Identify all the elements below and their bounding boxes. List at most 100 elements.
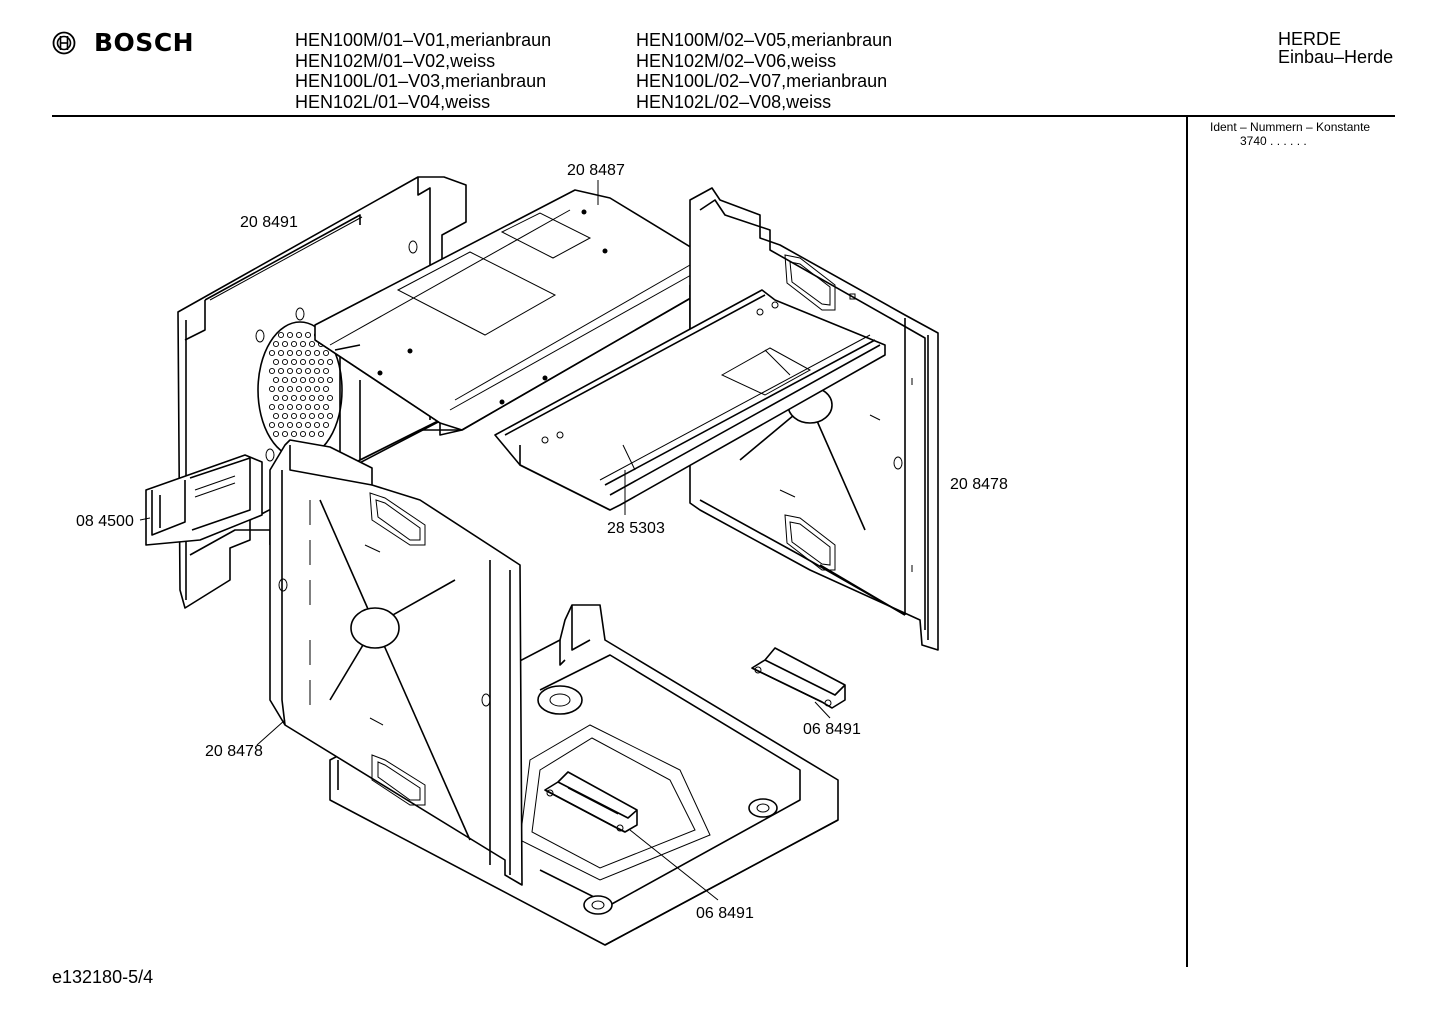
grille-hole [304, 331, 312, 339]
sidebar-divider [1186, 117, 1188, 967]
grille-hole [290, 412, 298, 420]
brand-name: BOSCH [94, 28, 195, 57]
model-entry: HEN100M/01–V01,merianbraun [295, 30, 552, 50]
grille-hole [322, 403, 330, 411]
grille-hole [313, 385, 321, 393]
part-label-bracket-right: 06 8491 [803, 721, 861, 738]
part-label-bracket-bottom: 06 8491 [696, 905, 754, 922]
category-title: HERDE [1278, 29, 1342, 49]
grille-hole [272, 340, 280, 348]
grille-hole [313, 403, 321, 411]
part-label-left-side: 20 8491 [240, 214, 298, 231]
category-block: HERDE Einbau–Herde [1278, 30, 1393, 66]
tray-shelf [494, 289, 886, 511]
grille-hole [290, 340, 298, 348]
grille-hole [268, 403, 276, 411]
grille-hole [272, 358, 280, 366]
grille-hole [281, 340, 289, 348]
grille-hole [322, 421, 330, 429]
grille-hole [299, 394, 307, 402]
grille-hole [317, 376, 325, 384]
grille-hole [308, 340, 316, 348]
header-divider [52, 115, 1395, 117]
grille-hole [290, 394, 298, 402]
grille-hole [326, 394, 334, 402]
model-list-right: HEN100M/02–V05,merianbraun HEN102M/02–V0… [636, 30, 892, 112]
grille-hole [268, 421, 276, 429]
bracket-right [751, 647, 846, 709]
grille-hole [286, 367, 294, 375]
grille-hole [322, 367, 330, 375]
model-entry: HEN102L/02–V08,weiss [636, 91, 832, 112]
dash-marks [309, 500, 384, 726]
grille-hole [290, 358, 298, 366]
grille-hole [272, 394, 280, 402]
grille-hole [317, 430, 325, 438]
bosch-logo-icon [52, 31, 76, 54]
grille-hole [313, 367, 321, 375]
grille-hole [299, 430, 307, 438]
front-side-panel [269, 439, 523, 886]
grille-hole [304, 403, 312, 411]
grille-hole [268, 385, 276, 393]
model-entry: HEN100L/02–V07,merianbraun [636, 71, 888, 91]
ident-block: Ident – Nummern – Konstante 3740 . . . .… [1210, 120, 1370, 148]
grille-hole [308, 394, 316, 402]
grille-hole [272, 412, 280, 420]
part-label-connector: 08 4500 [76, 513, 134, 530]
model-entry: HEN102M/01–V02,weiss [295, 50, 496, 71]
grille-hole [295, 421, 303, 429]
bottom-panel [329, 604, 839, 946]
model-entry: HEN100M/02–V05,merianbraun [636, 30, 893, 50]
grille-hole [299, 412, 307, 420]
grille-hole [317, 412, 325, 420]
grille-hole [286, 385, 294, 393]
grille-hole [268, 349, 276, 357]
grille-hole [317, 358, 325, 366]
grille-hole [308, 376, 316, 384]
connector-block [145, 454, 263, 546]
category-subtitle: Einbau–Herde [1278, 47, 1394, 67]
grille-hole [304, 349, 312, 357]
leader-lines [139, 180, 831, 901]
model-list-left: HEN100M/01–V01,merianbraun HEN102M/01–V0… [295, 30, 551, 112]
grille-hole [281, 394, 289, 402]
brand-header: BOSCH [52, 28, 194, 57]
grille-hole [304, 421, 312, 429]
part-label-top-panel: 20 8487 [567, 162, 625, 179]
grille-hole [281, 358, 289, 366]
grille-hole [304, 385, 312, 393]
grille-hole [304, 367, 312, 375]
grille-hole [295, 349, 303, 357]
grille-hole [268, 367, 276, 375]
grille-hole [277, 421, 285, 429]
grille-hole [281, 430, 289, 438]
grille-hole [272, 376, 280, 384]
part-label-right-side: 20 8478 [950, 476, 1008, 493]
grille-hole [322, 349, 330, 357]
grille-hole [299, 358, 307, 366]
grille-hole [277, 385, 285, 393]
grille-hole [326, 376, 334, 384]
grille-hole [313, 349, 321, 357]
bracket-bottom [544, 771, 638, 833]
grille-hole [322, 385, 330, 393]
grille-hole [308, 412, 316, 420]
grille-hole [308, 358, 316, 366]
grille-hole [272, 430, 280, 438]
grille-hole [299, 376, 307, 384]
ident-value: 3740 . . . . . . [1240, 134, 1307, 148]
grille-hole [286, 331, 294, 339]
grille-hole [281, 376, 289, 384]
grille-hole [295, 367, 303, 375]
exploded-parts-diagram: 20 8487 20 8491 20 8478 28 5303 08 4500 … [76, 162, 1008, 946]
grille-hole [326, 412, 334, 420]
grille-hole [286, 421, 294, 429]
grille-hole [277, 403, 285, 411]
grille-hole [290, 430, 298, 438]
grille-hole [295, 331, 303, 339]
ident-label: Ident – Nummern – Konstante [1210, 120, 1371, 134]
model-entry: HEN100L/01–V03,merianbraun [295, 71, 547, 91]
grille-hole [326, 358, 334, 366]
grille-hole [277, 349, 285, 357]
